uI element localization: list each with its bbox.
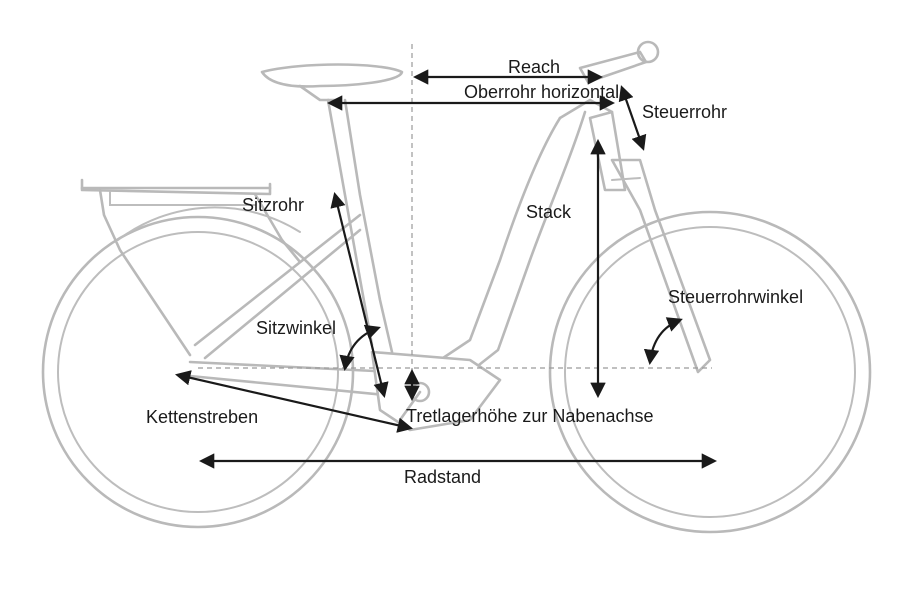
measurements (174, 69, 718, 469)
front-wheel (548, 210, 872, 534)
rear-fender (117, 206, 301, 241)
saddle (260, 63, 404, 102)
rear-rack (80, 178, 302, 357)
seat-tube-arrow (330, 192, 389, 398)
head-tube-label: Steuerrohr (642, 102, 727, 122)
seat-angle-arc (339, 324, 381, 372)
reach-label: Reach (508, 57, 560, 77)
wheelbase-label: Radstand (404, 467, 481, 487)
seat-tube-label: Sitzrohr (242, 195, 304, 215)
bb-height-label: Tretlagerhöhe zur Nabenachse (406, 406, 653, 426)
top-tube-label: Oberrohr horizontal (464, 82, 619, 102)
labels: Reach Oberrohr horizontal Steuerrohr Sit… (146, 57, 803, 487)
chainstay-label: Kettenstreben (146, 407, 258, 427)
stack-label: Stack (526, 202, 572, 222)
seat-angle-label: Sitzwinkel (256, 318, 336, 338)
guide-lines (198, 44, 712, 390)
head-angle-label: Steuerrohrwinkel (668, 287, 803, 307)
bike-frame (188, 98, 712, 432)
head-tube-arrow (618, 85, 647, 151)
rear-wheel (41, 215, 355, 529)
head-angle-arc (643, 317, 683, 366)
chainstay-arrow (174, 370, 414, 433)
